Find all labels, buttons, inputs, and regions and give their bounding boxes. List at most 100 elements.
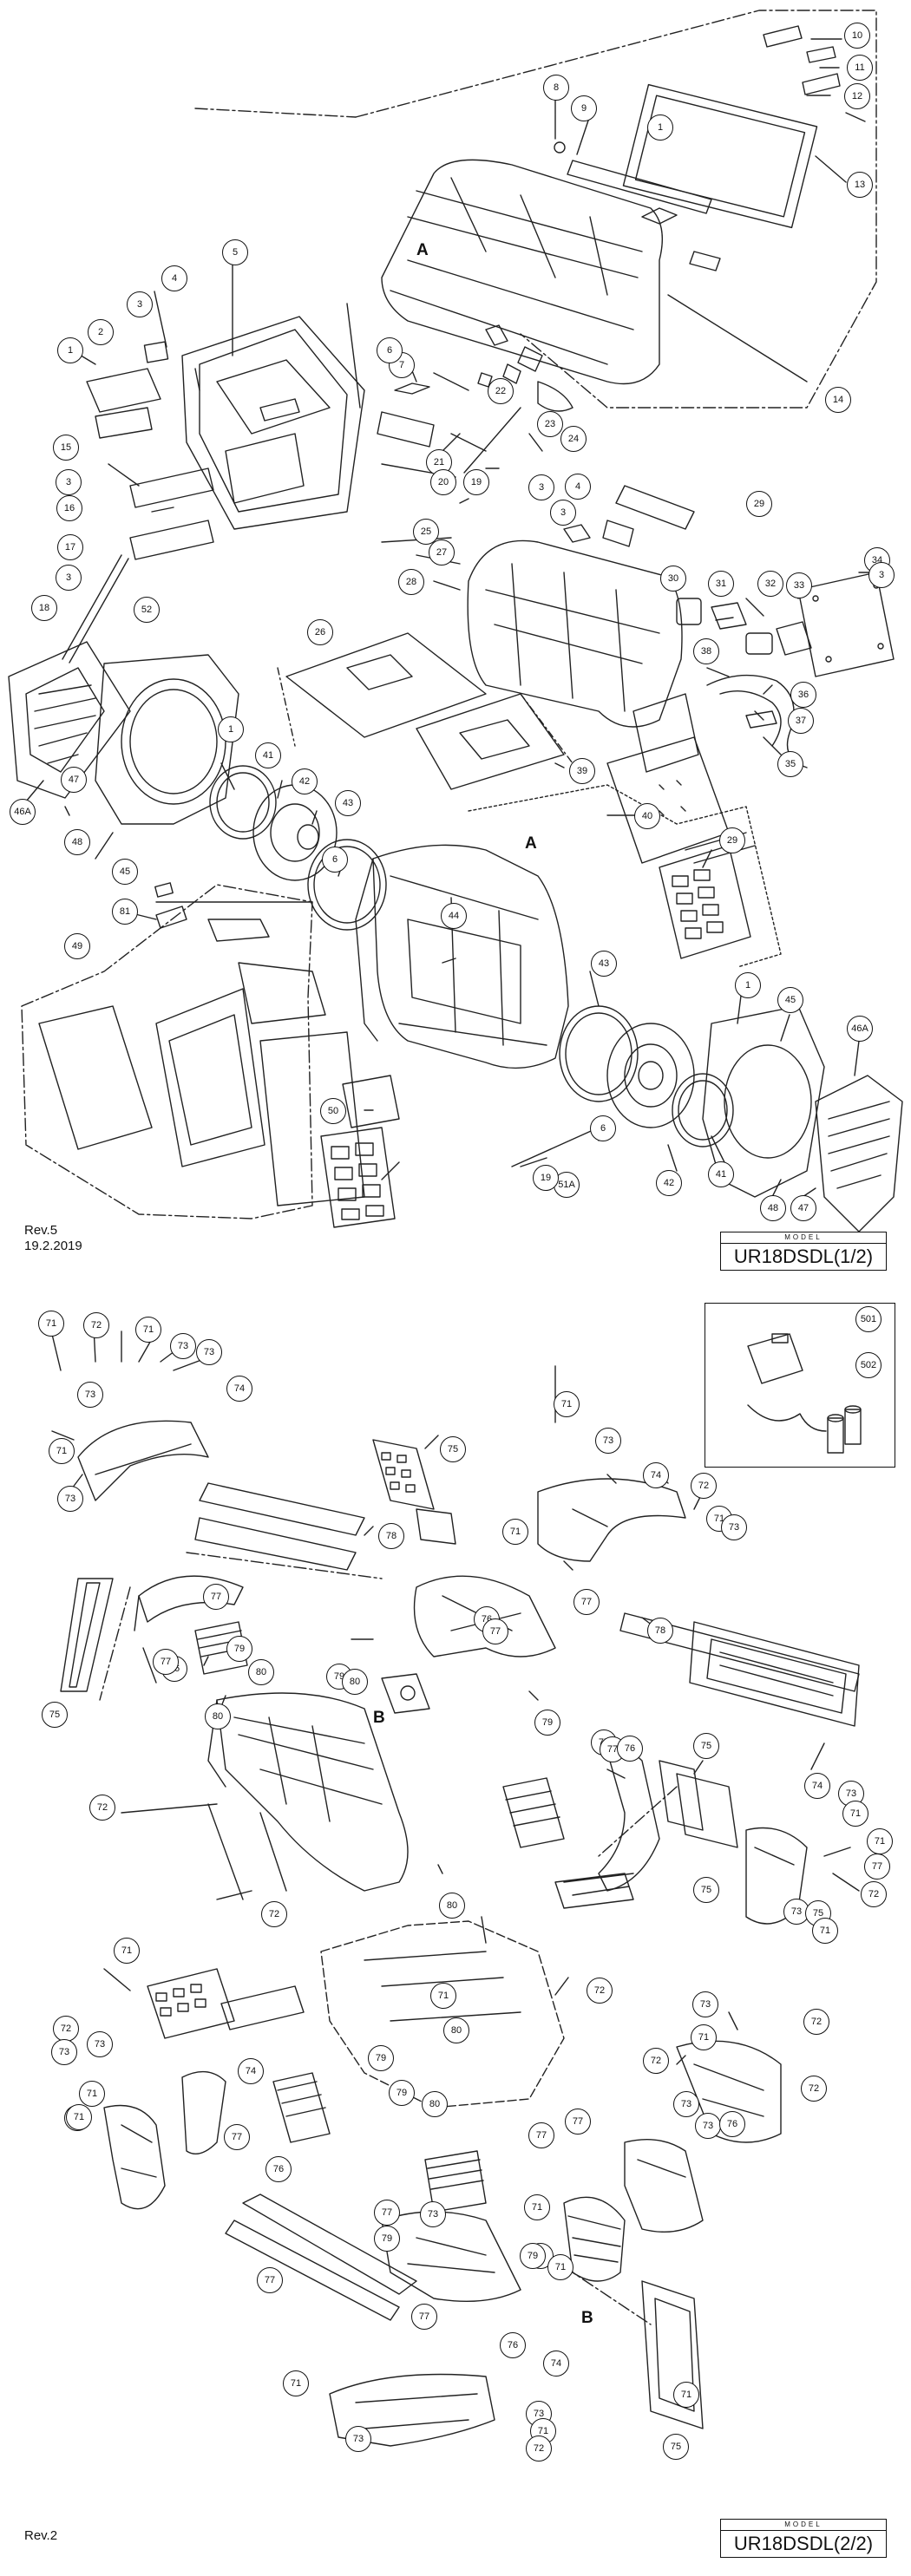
part-number-callout: 75 — [440, 1436, 466, 1462]
part-number-callout: 41 — [708, 1161, 734, 1187]
part-number-callout: 15 — [53, 435, 79, 461]
part-number-callout: 46A — [847, 1016, 873, 1042]
part-number-callout: 16 — [56, 495, 82, 521]
part-number-callout: 73 — [345, 2426, 371, 2452]
part-number-callout: 17 — [57, 534, 83, 560]
part-number-callout: 72 — [526, 2435, 552, 2462]
part-number-callout: 37 — [788, 708, 814, 734]
part-number-callout: 71 — [547, 2254, 573, 2280]
part-number-callout: 77 — [224, 2124, 250, 2150]
section-marker-a: A — [416, 241, 429, 259]
part-number-callout: 74 — [226, 1376, 252, 1402]
part-number-callout: 71 — [38, 1311, 64, 1337]
part-number-callout: 48 — [760, 1195, 786, 1221]
part-number-callout: 75 — [693, 1877, 719, 1903]
part-number-callout: 75 — [693, 1733, 719, 1759]
part-number-callout: 76 — [500, 2332, 526, 2358]
part-number-callout: 13 — [847, 172, 873, 198]
part-number-callout: 73 — [692, 1991, 718, 2017]
part-number-callout: 72 — [587, 1978, 613, 2004]
part-number-callout: 3 — [550, 500, 576, 526]
part-number-callout: 73 — [695, 2113, 721, 2139]
part-number-callout: 71 — [430, 1983, 456, 2009]
part-number-callout: 28 — [398, 569, 424, 595]
part-number-callout: 77 — [864, 1854, 890, 1880]
part-number-callout: 73 — [87, 2031, 113, 2057]
part-number-callout: 73 — [196, 1339, 222, 1365]
part-number-callout: 71 — [114, 1938, 140, 1964]
part-number-callout: 12 — [844, 83, 870, 109]
model-box: MODEL UR18DSDL(1/2) — [720, 1232, 887, 1271]
part-number-callout: 71 — [812, 1918, 838, 1944]
part-number-callout: 73 — [673, 2091, 699, 2117]
part-number-callout: 3 — [127, 291, 153, 317]
part-number-callout: 76 — [617, 1736, 643, 1762]
part-number-callout: 44 — [441, 903, 467, 929]
part-number-callout: 45 — [112, 859, 138, 885]
section-marker-b: B — [581, 2309, 593, 2327]
accessory-inset-box — [705, 1303, 895, 1468]
part-number-callout: 77 — [153, 1649, 179, 1675]
part-number-callout: 77 — [203, 1584, 229, 1610]
model-number: UR18DSDL(2/2) — [733, 2533, 874, 2554]
part-number-callout: 77 — [573, 1589, 600, 1615]
part-number-callout: 71 — [49, 1438, 75, 1464]
part-number-callout: 35 — [777, 751, 803, 777]
part-number-callout: 76 — [719, 2111, 745, 2137]
part-number-callout: 18 — [31, 595, 57, 621]
part-number-callout: 4 — [161, 265, 187, 291]
model-caption: MODEL — [721, 1232, 886, 1244]
part-number-callout: 33 — [786, 572, 812, 598]
part-number-callout: 78 — [378, 1523, 404, 1549]
part-number-callout: 71 — [691, 2024, 717, 2050]
part-number-callout: 27 — [429, 539, 455, 566]
part-number-callout: 77 — [528, 2122, 554, 2148]
part-number-callout: 45 — [777, 987, 803, 1013]
part-number-callout: 80 — [248, 1659, 274, 1685]
part-number-callout: 38 — [693, 638, 719, 664]
part-number-callout: 39 — [569, 758, 595, 784]
part-number-callout: 71 — [673, 2382, 699, 2408]
part-number-callout: 25 — [413, 519, 439, 545]
part-number-callout: 6 — [377, 337, 403, 363]
part-number-callout: 71 — [79, 2081, 105, 2107]
part-number-callout: 501 — [855, 1306, 882, 1332]
part-number-callout: 9 — [571, 95, 597, 121]
part-number-callout: 3 — [868, 562, 895, 588]
part-number-callout: 72 — [83, 1312, 109, 1338]
part-number-callout: 79 — [374, 2226, 400, 2252]
part-number-callout: 80 — [422, 2091, 448, 2117]
part-number-callout: 73 — [77, 1382, 103, 1408]
part-number-callout: 8 — [543, 75, 569, 101]
part-number-callout: 79 — [534, 1710, 560, 1736]
part-number-callout: 74 — [543, 2350, 569, 2377]
part-number-callout: 71 — [502, 1519, 528, 1545]
part-number-callout: 77 — [482, 1618, 508, 1644]
part-number-callout: 79 — [389, 2080, 415, 2106]
model-box: MODEL UR18DSDL(2/2) — [720, 2519, 887, 2558]
revision-label: Rev.5 — [24, 1223, 58, 1238]
part-number-callout: 71 — [867, 1828, 893, 1854]
part-number-callout: 73 — [170, 1333, 196, 1359]
part-number-callout: 14 — [825, 387, 851, 413]
part-number-callout: 76 — [265, 2156, 292, 2182]
part-number-callout: 23 — [537, 411, 563, 437]
part-number-callout: 81 — [112, 899, 138, 925]
section-marker-b: B — [373, 1709, 385, 1727]
part-number-callout: 42 — [656, 1170, 682, 1196]
part-number-callout: 29 — [746, 491, 772, 517]
part-number-callout: 1 — [57, 337, 83, 363]
part-number-callout: 77 — [257, 2267, 283, 2293]
part-number-callout: 73 — [51, 2039, 77, 2065]
part-number-callout: 80 — [342, 1669, 368, 1695]
part-number-callout: 22 — [488, 378, 514, 404]
part-number-callout: 46A — [10, 799, 36, 825]
part-number-callout: 77 — [374, 2200, 400, 2226]
part-number-callout: 73 — [57, 1486, 83, 1512]
part-number-callout: 71 — [66, 2104, 92, 2130]
part-number-callout: 47 — [790, 1195, 816, 1221]
part-number-callout: 2 — [88, 319, 114, 345]
part-number-callout: 43 — [591, 951, 617, 977]
